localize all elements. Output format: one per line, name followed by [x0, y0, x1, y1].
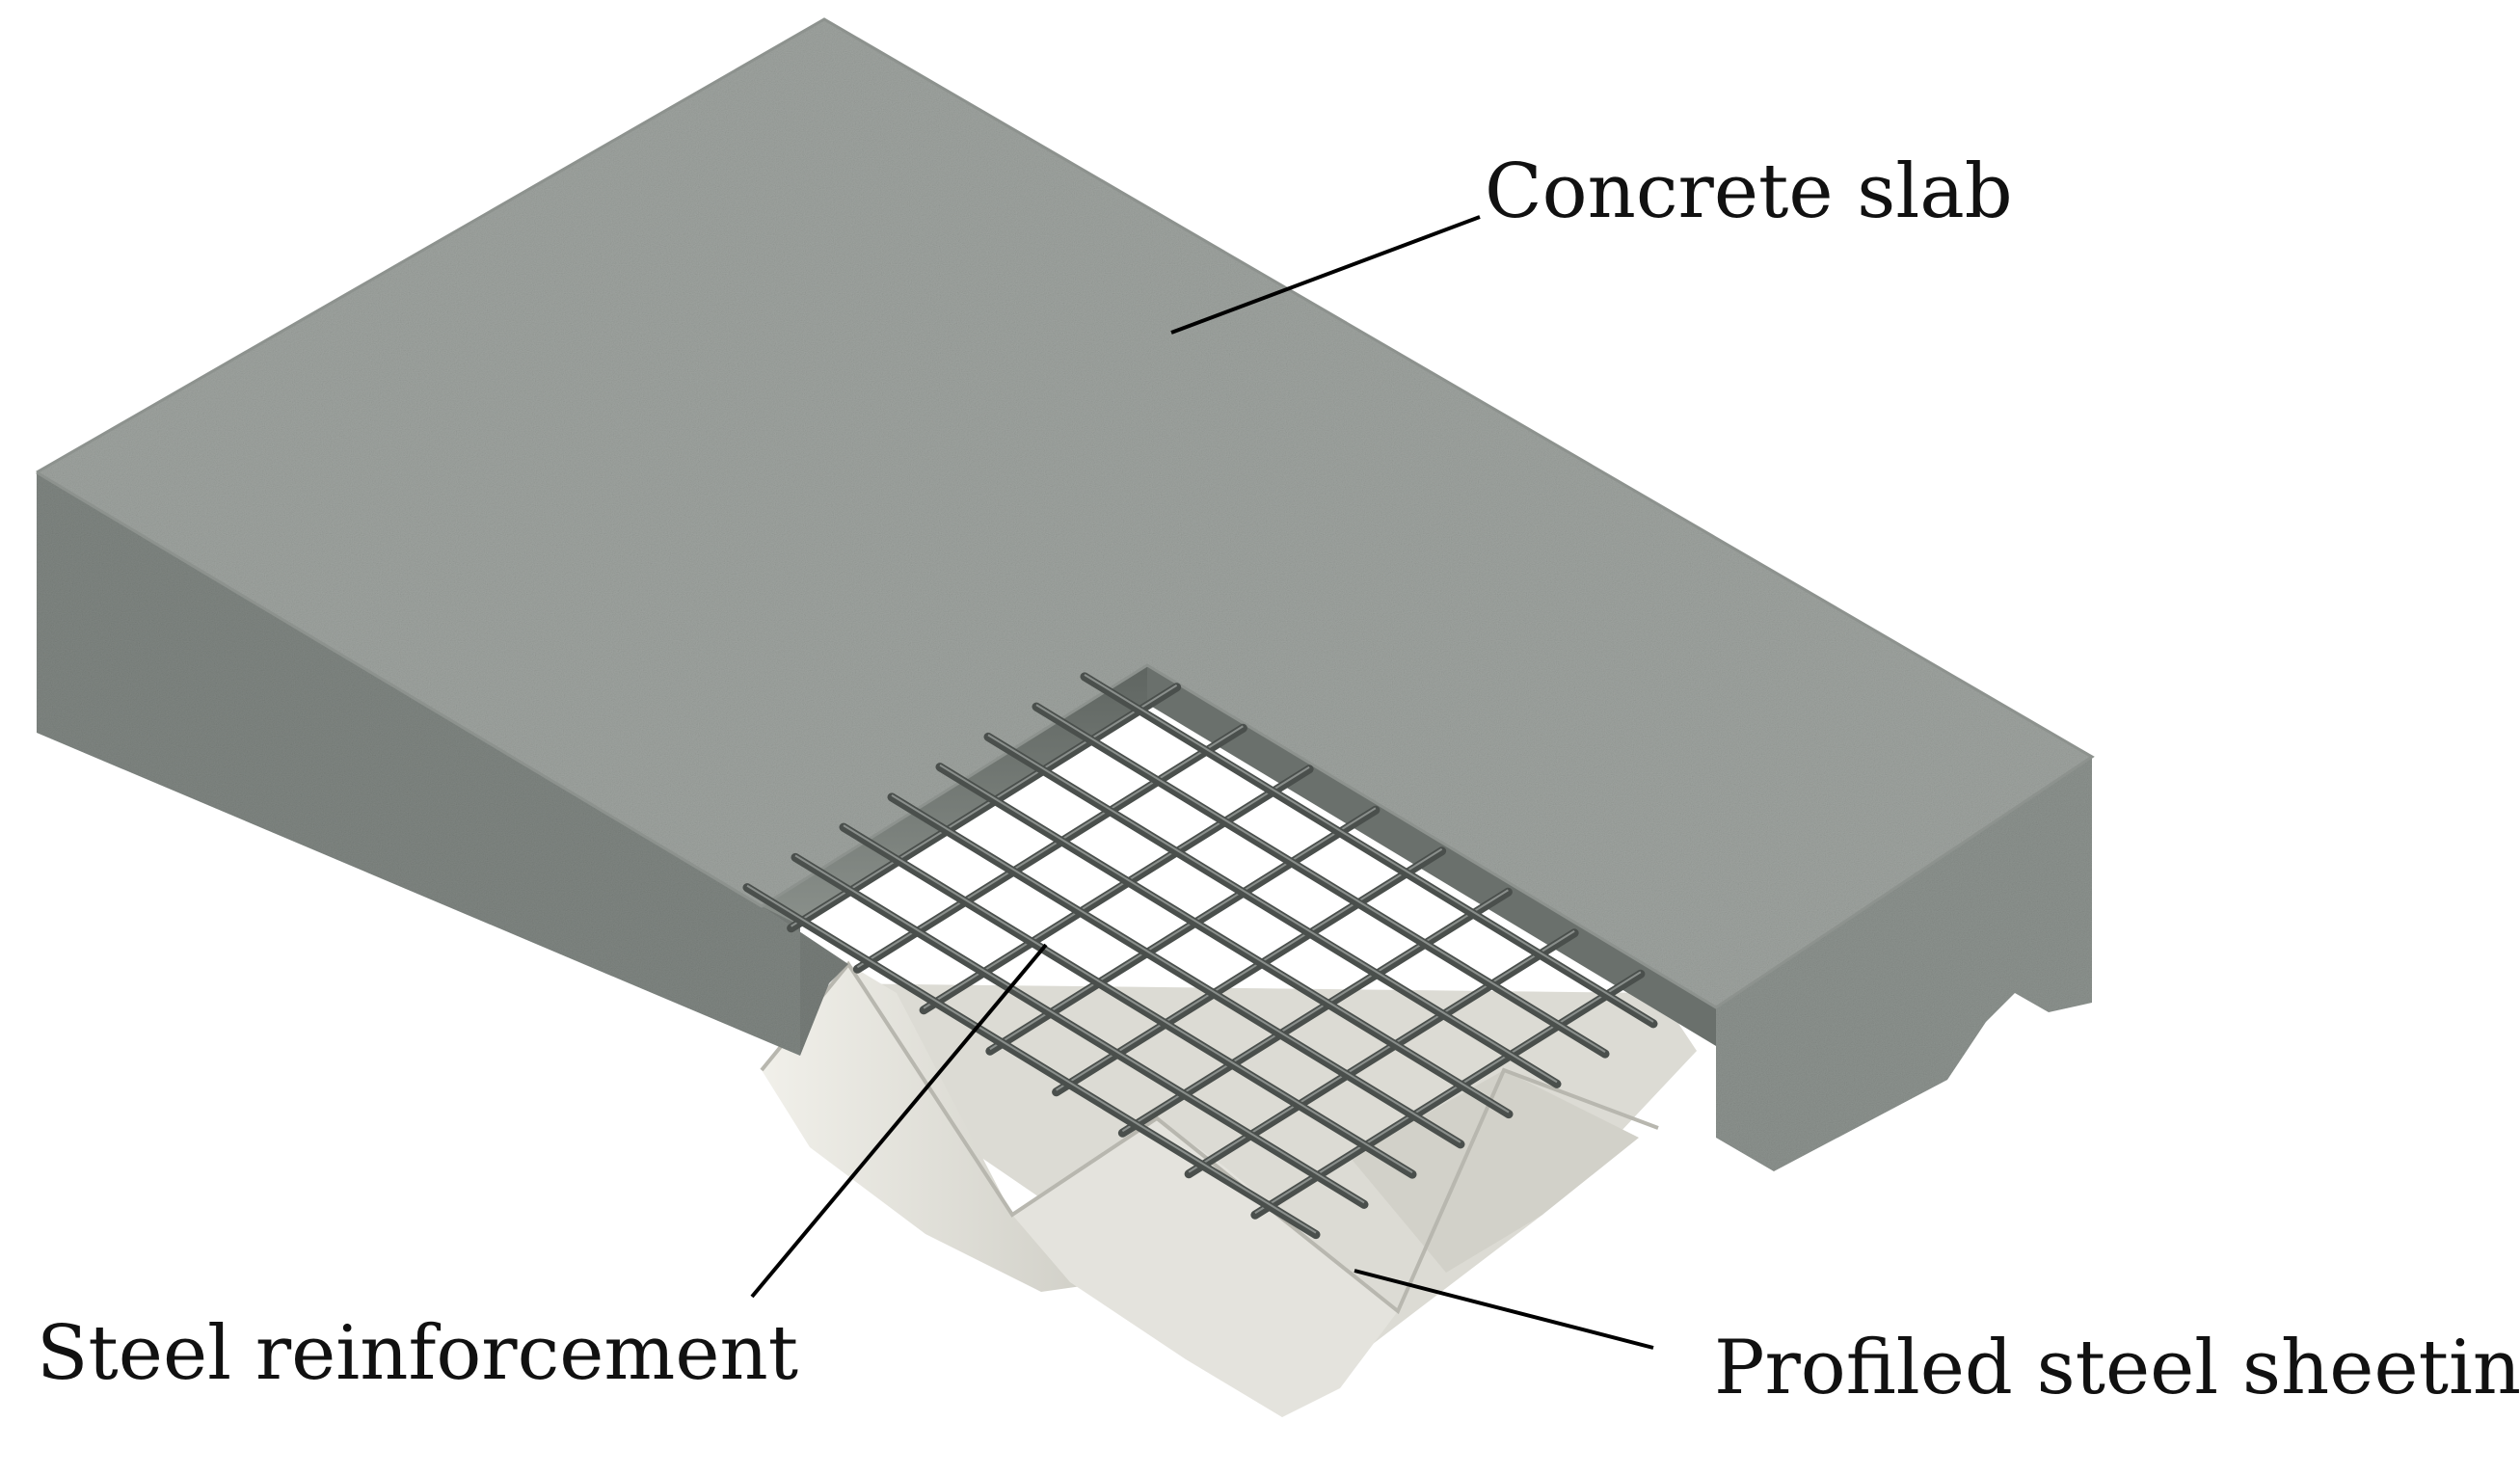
rebar-longitudinal-bar-highlight [1035, 704, 1606, 1053]
leader-line-steel-reinforcement [750, 943, 1048, 1299]
leader-lines [750, 215, 1654, 1350]
slab-left-face-lower [762, 906, 848, 1056]
sheeting-rib-2 [1012, 1118, 1398, 1417]
profiled-steel-sheeting [760, 960, 1697, 1417]
leader-line-profiled-steel-sheeting [1354, 1269, 1654, 1350]
rebar-transverse-bar [852, 723, 1247, 974]
rebar-transverse-bar [787, 683, 1182, 933]
rebar-transverse-bar-highlight [791, 684, 1178, 927]
rebar-transverse-bar-highlight [989, 807, 1377, 1051]
rebar-longitudinal-bar [742, 883, 1321, 1240]
rebar-longitudinal-bar [839, 822, 1417, 1179]
sheeting-rib-1 [762, 964, 1109, 1292]
rebar-longitudinal-bar [935, 763, 1514, 1119]
rebar-longitudinal-bar-highlight [794, 854, 1365, 1204]
rebar-transverse-bar-highlight [1121, 889, 1509, 1133]
label-steel-reinforcement: Steel reinforcement [37, 1310, 799, 1397]
rebar-longitudinal-bar [791, 852, 1369, 1209]
rebar-longitudinal-bar-highlight [939, 764, 1510, 1114]
rebar-transverse-bar-highlight [1056, 847, 1443, 1091]
rebar-longitudinal-bar-highlight [746, 884, 1317, 1234]
label-profiled-steel-sheeting: Profiled steel sheeting [1714, 1325, 2520, 1411]
rebar-longitudinal-bar [887, 792, 1465, 1149]
rebar-longitudinal-bar [1080, 672, 1658, 1029]
slab-edges [36, 17, 2095, 1009]
rebar-transverse-bar-highlight [856, 725, 1244, 969]
rebar-transverse-bar-highlight [923, 765, 1310, 1009]
steel-reinforcement-grid [742, 672, 1658, 1240]
rebar-longitudinal-bar-highlight [1084, 674, 1654, 1023]
rebar-longitudinal-bar [983, 732, 1562, 1088]
rebar-longitudinal-bar-highlight [843, 824, 1413, 1173]
slab-left-face [37, 472, 800, 1056]
leader-line-concrete-slab [1170, 215, 1481, 335]
slab-top-surface [37, 19, 2092, 1007]
label-concrete-slab: Concrete slab [1485, 148, 2013, 235]
rebar-longitudinal-bar-highlight [891, 794, 1461, 1143]
slab-front-face [1716, 757, 2092, 1171]
rebar-longitudinal-bar-highlight [987, 734, 1558, 1084]
cutout-back-wall [762, 665, 1147, 926]
rebar-longitudinal-bar [1032, 702, 1610, 1059]
